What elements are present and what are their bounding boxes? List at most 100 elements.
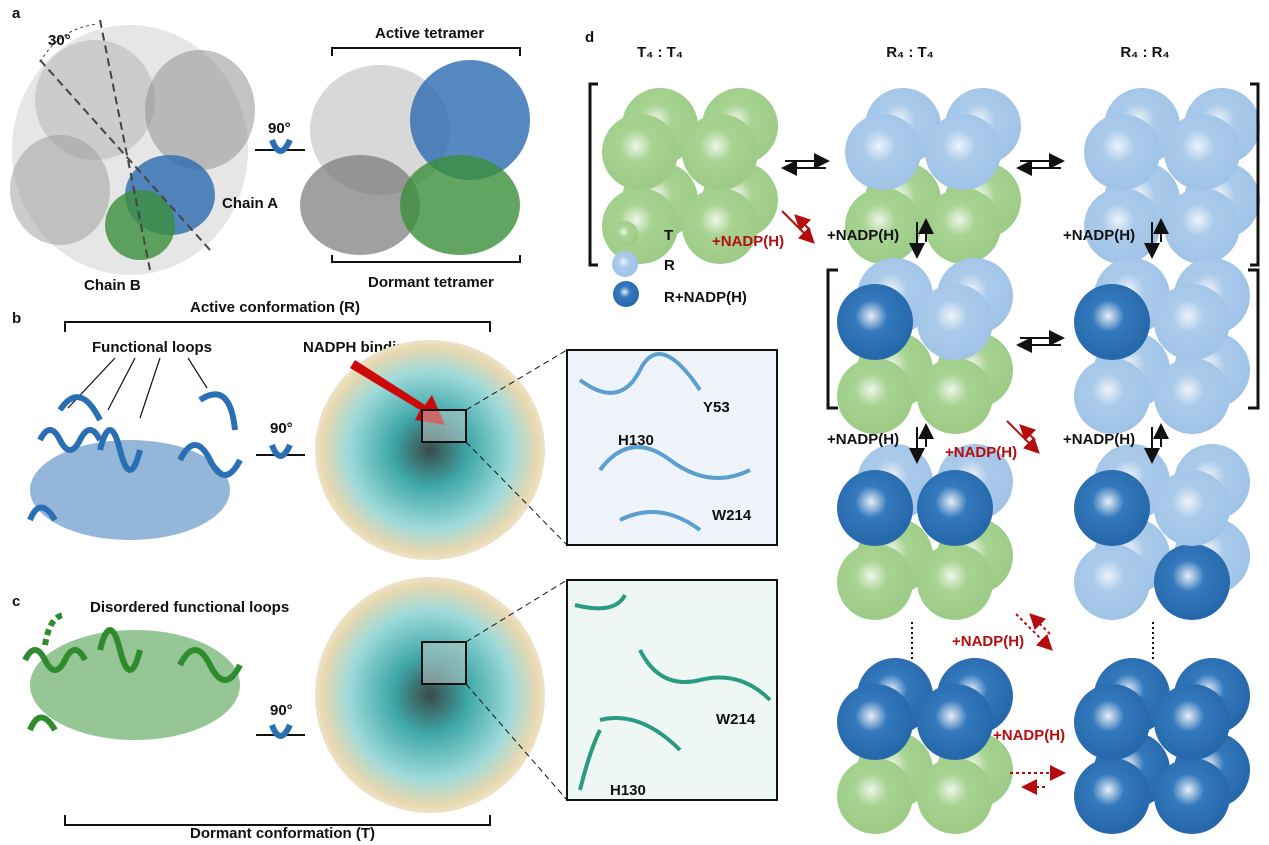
subunit-sphere-N <box>917 470 993 546</box>
header-r4-t4: R₄ : T₄ <box>886 44 934 61</box>
active-ribbon-structure <box>27 391 243 540</box>
subunit-sphere-T <box>682 188 758 264</box>
subunit-sphere-T <box>917 358 993 434</box>
rotation-label: 90° <box>268 120 291 137</box>
nadp-label-red: +NADP(H) <box>712 233 784 250</box>
bracket <box>1248 268 1260 410</box>
subunit-sphere-T <box>917 544 993 620</box>
nadp-label: +NADP(H) <box>1063 431 1135 448</box>
legend-label-r: R <box>664 257 675 274</box>
residue-label: W214 <box>716 711 756 728</box>
header-r4-r4: R₄ : R₄ <box>1120 44 1169 61</box>
residue-label: W214 <box>712 507 752 524</box>
bracket <box>64 815 491 826</box>
subunit-sphere-R <box>1074 544 1150 620</box>
tetramer-side-view <box>300 60 530 255</box>
panel-b: b Active conformation (R) Functional loo… <box>12 299 778 560</box>
chain-a-label: Chain A <box>222 195 278 212</box>
subunit-sphere-N <box>837 284 913 360</box>
nadp-label: +NADP(H) <box>827 431 899 448</box>
subunit-sphere-T <box>845 188 921 264</box>
subunit-sphere-N <box>837 470 913 546</box>
subunit-sphere-R <box>925 114 1001 190</box>
tetramer-clusters <box>602 88 1260 834</box>
subunit-sphere-R <box>845 114 921 190</box>
residue-label: H130 <box>618 432 654 449</box>
nadp-label: +NADP(H) <box>1063 227 1135 244</box>
angle-label: 30° <box>48 32 71 49</box>
dormant-surface <box>315 577 545 813</box>
nadp-label: +NADP(H) <box>827 227 899 244</box>
zoom-line <box>465 683 568 801</box>
bracket <box>331 255 521 263</box>
vertical-arrows <box>909 218 1169 464</box>
subunit-sphere-T <box>917 758 993 834</box>
subunit-sphere-N <box>1074 470 1150 546</box>
legend-label-t: T <box>664 227 673 244</box>
subunit-sphere-R <box>1074 358 1150 434</box>
subunit-sphere-N <box>1074 758 1150 834</box>
dormant-tetramer-label: Dormant tetramer <box>368 274 494 291</box>
active-site-inset: Y53 H130 W214 <box>566 349 778 546</box>
subunit-sphere-T <box>837 358 913 434</box>
panel-letter: c <box>12 593 20 610</box>
equilibrium-arrow <box>781 153 1065 353</box>
active-conformation-label: Active conformation (R) <box>190 299 360 316</box>
active-surface <box>315 340 545 560</box>
cluster-r4-t4-1nadp <box>837 258 1013 434</box>
residue-label: Y53 <box>703 399 730 416</box>
subunit-sphere-N <box>1074 284 1150 360</box>
cluster-r4-t4-2nadp <box>837 444 1013 620</box>
subunit-sphere-N <box>1154 758 1230 834</box>
legend-label-r-nadp: R+NADP(H) <box>664 289 747 306</box>
subunit-sphere-R <box>1154 358 1230 434</box>
subunit-sphere-T <box>602 188 678 264</box>
subunit-sphere-R <box>1164 114 1240 190</box>
subunit-sphere-N <box>1074 684 1150 760</box>
panel-a: a 30° Chain A Chain B 90° Active tetrame… <box>10 5 530 294</box>
subunit-sphere-N <box>1154 544 1230 620</box>
subunit-sphere-T <box>837 544 913 620</box>
subunit-sphere-N <box>837 684 913 760</box>
panel-letter: b <box>12 310 21 327</box>
zoom-box <box>421 409 467 443</box>
rotate-icon <box>255 138 305 154</box>
functional-loops-label: Functional loops <box>92 339 212 356</box>
bracket <box>588 82 598 267</box>
subunit-sphere-R <box>1084 188 1160 264</box>
panel-c: c Disordered functional loops 90° W214 H… <box>12 577 778 842</box>
legend-swatch-r-nadp <box>613 281 639 307</box>
subunit-sphere-N <box>917 684 993 760</box>
rotation-label: 90° <box>270 702 293 719</box>
chain-b-label: Chain B <box>84 277 141 294</box>
nadp-label-red: +NADP(H) <box>945 444 1017 461</box>
subunit-sphere-R <box>1154 284 1230 360</box>
disordered-loops-label: Disordered functional loops <box>90 599 289 616</box>
subunit-sphere-R <box>1154 470 1230 546</box>
dormant-site-inset: W214 H130 <box>566 579 778 801</box>
zoom-box <box>421 641 467 685</box>
cluster-r4-r4-full <box>1074 658 1250 834</box>
dormant-conformation-label: Dormant conformation (T) <box>190 825 375 842</box>
nadp-label-red: +NADP(H) <box>993 727 1065 744</box>
bracket <box>64 321 491 332</box>
nadp-label-red: +NADP(H) <box>952 633 1024 650</box>
subunit-sphere-R <box>917 284 993 360</box>
bracket <box>1250 82 1260 267</box>
red-arrow-icon <box>350 360 445 425</box>
subunit-sphere-T <box>837 758 913 834</box>
loop-pointers <box>67 357 208 419</box>
red-arrows <box>781 210 1066 795</box>
legend: T R R+NADP(H) <box>612 221 747 307</box>
cluster-r4-r4-2nadp <box>1074 444 1250 620</box>
subunit-sphere-T <box>682 114 758 190</box>
zoom-line <box>465 441 568 546</box>
rotation-label: 90° <box>270 420 293 437</box>
active-tetramer-label: Active tetramer <box>375 25 484 42</box>
rotate-icon <box>256 723 305 739</box>
subunit-sphere-T <box>602 114 678 190</box>
cluster-r4-t4-full <box>837 658 1013 834</box>
rotate-icon <box>256 443 305 459</box>
cluster-r4-r4-1nadp <box>1074 258 1250 434</box>
subunit-sphere-R <box>1084 114 1160 190</box>
